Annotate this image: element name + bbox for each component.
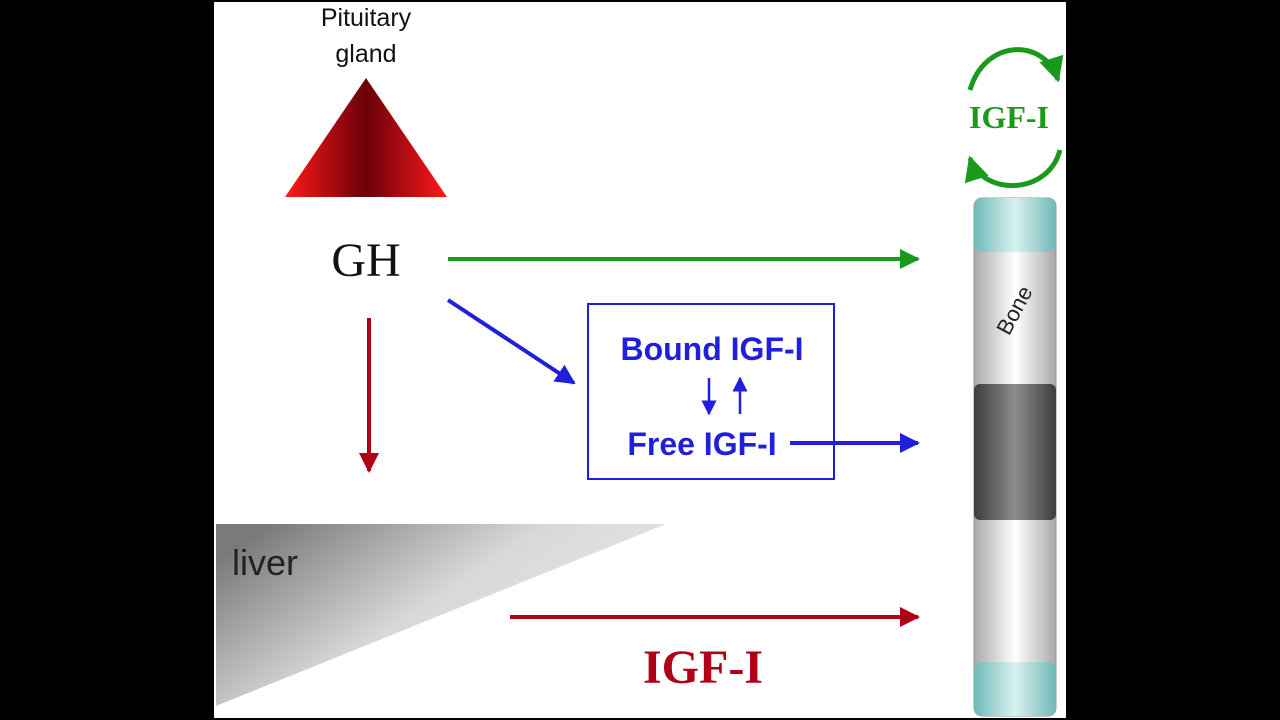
bone-illustration	[973, 197, 1057, 717]
autocrine-loop-bottom-arrow	[964, 149, 1063, 189]
igf-autocrine-label: IGF-I	[969, 99, 1049, 135]
igf-binding-box	[587, 303, 835, 480]
pituitary-label-line2: gland	[335, 40, 396, 68]
liver-label: liver	[232, 542, 298, 583]
igf-endocrine-label: IGF-I	[643, 641, 763, 694]
gh-label: GH	[331, 234, 400, 287]
autocrine-loop-top-arrow	[967, 47, 1064, 91]
gh-to-igf-box-arrow	[446, 298, 576, 385]
free-igf-label: Free IGF-I	[627, 426, 776, 462]
pituitary-label-line1: Pituitary	[321, 4, 412, 32]
liver-shape	[216, 524, 666, 706]
pituitary-gland-triangle	[285, 78, 447, 197]
bound-igf-label: Bound IGF-I	[620, 331, 803, 367]
